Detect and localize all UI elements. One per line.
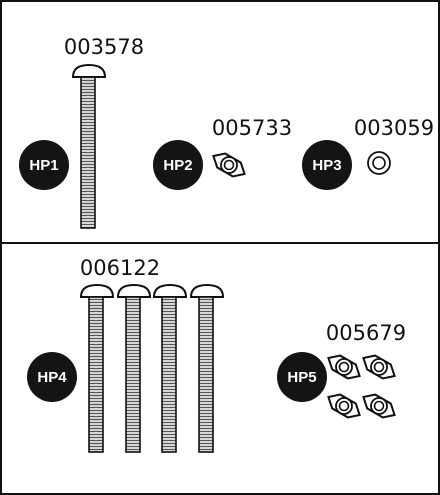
carriage-bolt-icon: [72, 64, 106, 229]
lock-nut-icon: [358, 389, 400, 423]
carriage-bolt-icon: [80, 284, 114, 453]
part-hp4: 006122 HP4: [27, 256, 224, 453]
lock-nut-icon: [323, 389, 365, 423]
part-number-label: 003059: [354, 116, 434, 140]
lock-nut-icon: [323, 350, 365, 384]
lock-nut-icon: [358, 350, 400, 384]
part-tag-badge: HP2: [153, 140, 203, 190]
part-hp3: 003059 HP3: [302, 116, 434, 190]
carriage-bolt-icon: [190, 284, 224, 453]
part-hp5: 005679 HP5: [277, 321, 406, 423]
part-tag-label: HP3: [312, 157, 341, 174]
part-tag-badge: HP3: [302, 140, 352, 190]
carriage-bolt-icon: [117, 284, 151, 453]
part-tag-label: HP1: [29, 157, 58, 174]
flat-washer-icon: [367, 151, 391, 175]
part-tag-label: HP4: [37, 369, 67, 386]
part-tag-badge: HP5: [277, 352, 327, 402]
part-tag-badge: HP1: [19, 140, 69, 190]
part-hp1: 003578 HP1: [19, 35, 144, 229]
part-number-label: 006122: [80, 256, 160, 280]
part-number-label: 005733: [212, 116, 292, 140]
panel-bottom-frame: [0, 242, 440, 495]
carriage-bolt-icon: [153, 284, 187, 453]
part-number-label: 005679: [326, 321, 406, 345]
part-tag-label: HP5: [287, 369, 316, 386]
part-hp2: 005733 HP2: [153, 116, 292, 190]
part-number-label: 003578: [64, 35, 144, 59]
part-tag-label: HP2: [163, 157, 192, 174]
lock-nut-icon: [208, 148, 250, 182]
part-tag-badge: HP4: [27, 352, 77, 402]
